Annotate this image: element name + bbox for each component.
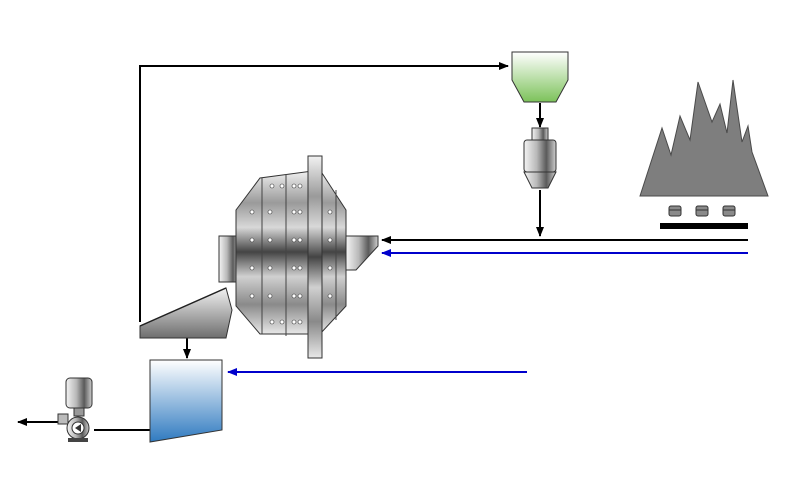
- mill-icon: [218, 155, 379, 359]
- hopper-icon: [511, 51, 569, 103]
- sump-icon: [149, 359, 223, 443]
- pump-icon: [57, 377, 93, 442]
- recycle-stream: [139, 62, 509, 322]
- screen-icon: [139, 287, 233, 339]
- stockpile-icon: [639, 79, 769, 197]
- cone-feeder-icon: [523, 127, 557, 189]
- streams: [17, 62, 748, 431]
- mill-bolts: [249, 183, 333, 325]
- feeder-icon: [660, 205, 748, 229]
